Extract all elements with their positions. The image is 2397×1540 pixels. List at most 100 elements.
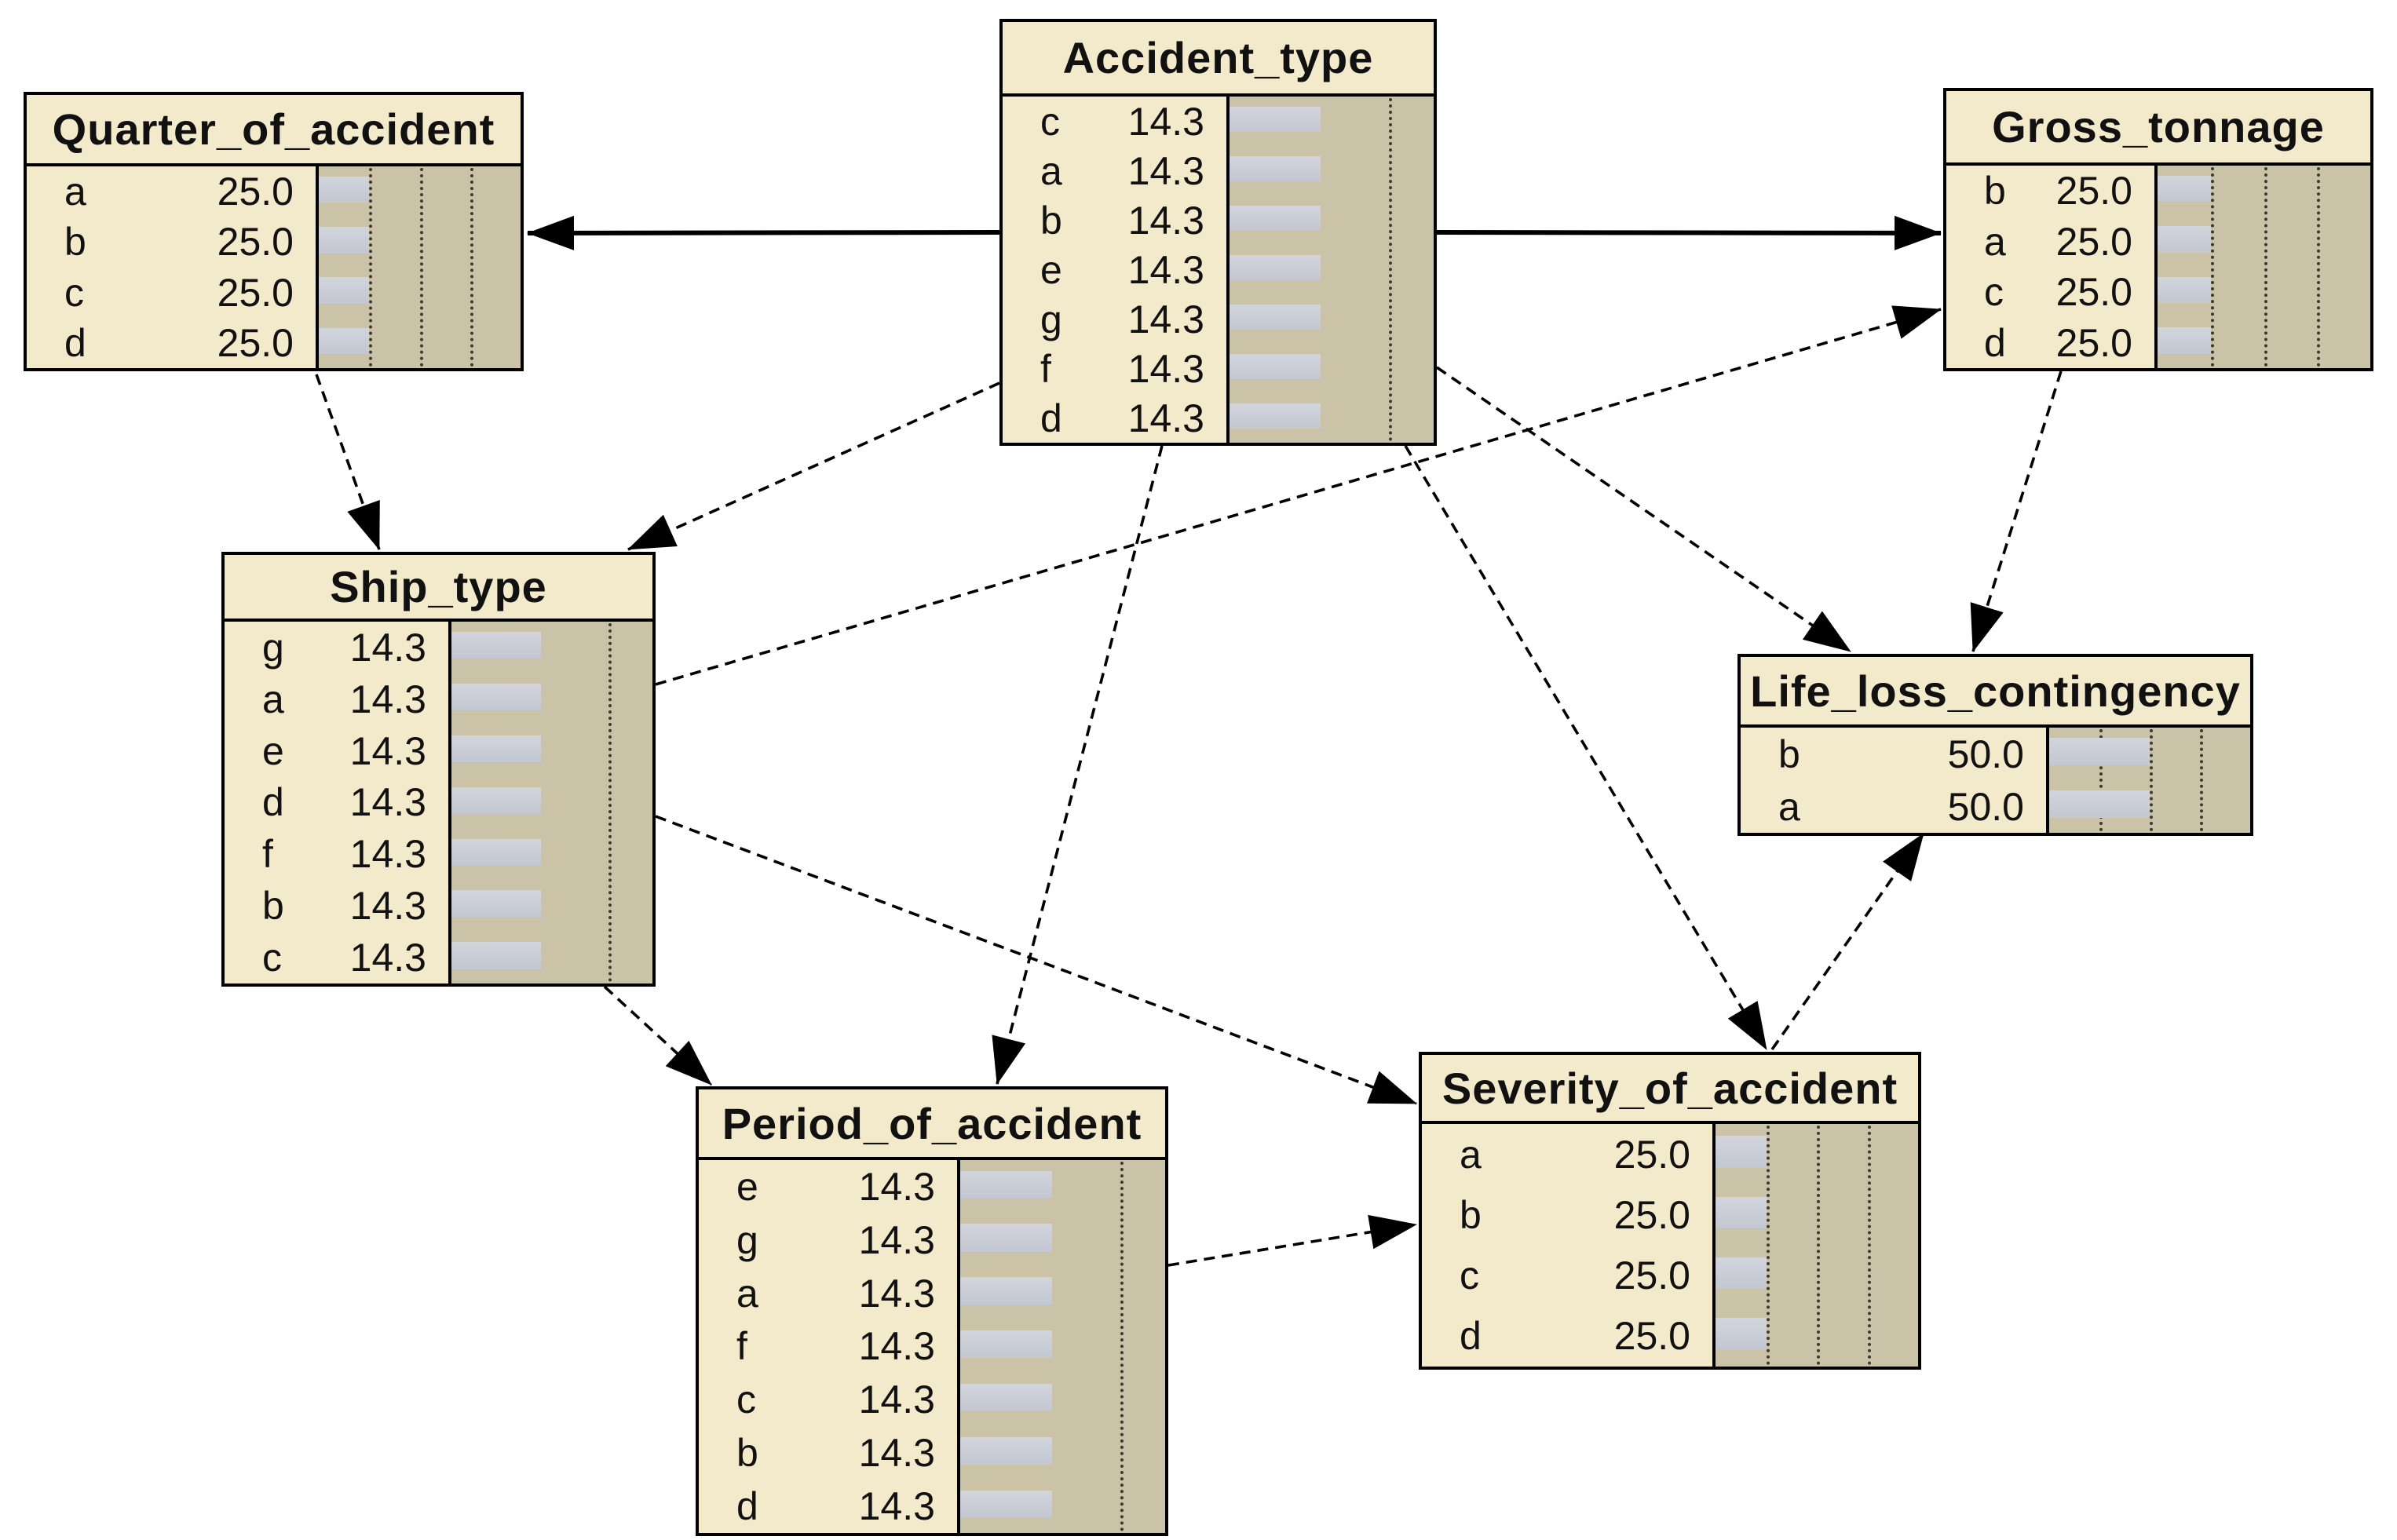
state-prob: 14.3 — [858, 1378, 935, 1422]
state-prob: 50.0 — [1947, 732, 2024, 776]
node-title: Accident_type — [1003, 22, 1434, 97]
probability-bar — [1716, 1196, 1767, 1228]
state-prob: 25.0 — [217, 320, 294, 365]
gridline — [608, 623, 612, 982]
state-prob: 14.3 — [349, 884, 426, 929]
state-label: c — [1460, 1254, 1479, 1298]
probability-bar — [451, 838, 542, 866]
state-prob: 25.0 — [2055, 219, 2132, 264]
probability-bar-area — [1712, 1124, 1918, 1367]
probability-bar — [1230, 106, 1321, 133]
state-row[interactable]: b 50.0 — [1741, 728, 2046, 780]
probability-bar — [319, 327, 370, 354]
state-prob: 14.3 — [858, 1324, 935, 1369]
probability-bar-area — [957, 1160, 1165, 1533]
probability-bar — [2049, 790, 2150, 819]
state-label: e — [262, 728, 284, 773]
edge-quarter-of-accident-to-ship-type — [315, 374, 381, 550]
edge-gross-tonnage-to-life-loss-contingency — [1970, 370, 2063, 652]
state-label: c — [1984, 270, 2004, 315]
probability-bar — [451, 890, 542, 918]
state-label: a — [1040, 148, 1062, 193]
probability-bar — [451, 735, 542, 763]
gridline — [369, 168, 373, 367]
probability-bar — [451, 786, 542, 814]
state-row[interactable]: f 14.3 — [1003, 344, 1226, 393]
probability-bar — [451, 632, 542, 659]
gridline — [2317, 167, 2321, 367]
edge-accident-type-to-period-of-accident — [992, 445, 1164, 1085]
edge-severity-of-accident-to-life-loss-contingency — [1770, 832, 1925, 1051]
state-prob: 25.0 — [1613, 1132, 1690, 1177]
probability-bar — [1716, 1257, 1767, 1290]
probability-bar-area — [2046, 728, 2250, 833]
state-prob: 14.3 — [1127, 346, 1204, 391]
probability-bar — [319, 176, 370, 203]
state-row[interactable]: a 25.0 — [1946, 217, 2154, 268]
edge-ship-type-to-severity-of-accident — [655, 815, 1417, 1105]
probability-bar — [960, 1277, 1052, 1305]
state-label: b — [1778, 732, 1800, 776]
node-title: Period_of_accident — [699, 1089, 1165, 1160]
state-label: a — [1984, 219, 2006, 264]
edge-accident-type-to-ship-type — [627, 381, 1000, 551]
state-prob: 14.3 — [1127, 247, 1204, 292]
probability-bar-area — [448, 622, 652, 983]
state-label: c — [262, 935, 282, 980]
state-label: b — [1040, 198, 1062, 243]
probability-bar — [2158, 276, 2211, 304]
probability-bar — [960, 1330, 1052, 1359]
state-prob: 14.3 — [858, 1431, 935, 1476]
edge-ship-type-to-period-of-accident — [603, 985, 713, 1086]
state-prob: 14.3 — [349, 625, 426, 670]
state-prob: 14.3 — [1127, 99, 1204, 144]
state-label: f — [1040, 346, 1051, 391]
node-title: Quarter_of_accident — [27, 95, 521, 166]
